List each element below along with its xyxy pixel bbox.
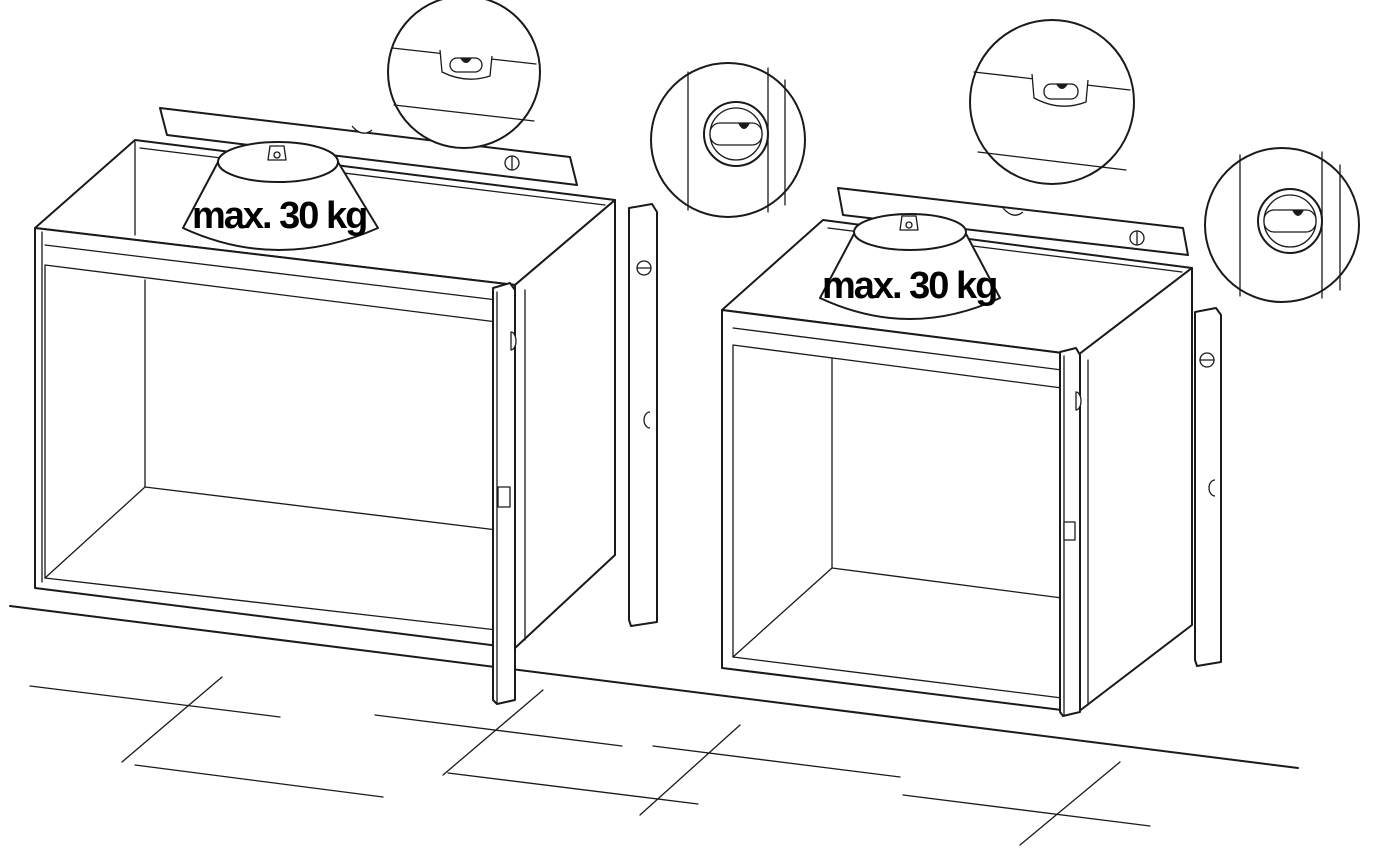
left-cabinet-top-inner-line bbox=[139, 147, 606, 206]
detail-circle-vertical-left bbox=[650, 62, 806, 218]
floor-tile-lines bbox=[29, 676, 1151, 846]
detail-circle-vertical-right bbox=[1204, 147, 1360, 303]
right-cabinet-front-frame bbox=[721, 309, 1079, 713]
floor-edge-line bbox=[9, 605, 1299, 769]
right-cabinet-top-rail bbox=[732, 327, 1063, 371]
left-cabinet-bottom-diagonal bbox=[44, 486, 146, 579]
right-cabinet-bottom-diagonal bbox=[732, 567, 833, 658]
right-post-hinge-bottom bbox=[1063, 521, 1076, 541]
right-vertical-level-notch bbox=[1208, 479, 1216, 497]
left-spirit-level-vertical bbox=[628, 203, 658, 627]
left-vertical-level-notch bbox=[643, 411, 651, 429]
left-cabinet-back-bottom bbox=[144, 486, 498, 531]
left-level-notch bbox=[351, 125, 373, 134]
left-post-hinge-bottom bbox=[497, 486, 511, 508]
left-weight-handle bbox=[267, 145, 287, 161]
left-cabinet: max. 30 kg bbox=[34, 107, 658, 705]
right-weight-top bbox=[853, 213, 967, 251]
left-weight-label: max. 30 kg bbox=[192, 195, 366, 237]
floor bbox=[9, 605, 1299, 846]
right-weight-handle bbox=[899, 215, 919, 231]
right-cabinet: max. 30 kg bbox=[721, 187, 1222, 717]
right-post-hinge-top bbox=[1075, 391, 1082, 411]
left-post-hinge-top bbox=[510, 331, 517, 351]
right-level-notch bbox=[1002, 207, 1024, 216]
left-cabinet-top-rail bbox=[44, 244, 498, 301]
right-spirit-level-vertical bbox=[1194, 307, 1222, 667]
detail-circle-horizontal-right bbox=[969, 19, 1135, 185]
right-weight-label: max. 30 kg bbox=[822, 265, 996, 307]
right-cabinet-back-bottom bbox=[831, 567, 1063, 599]
detail-circle-horizontal-left bbox=[387, 0, 541, 149]
left-weight-top bbox=[217, 141, 339, 183]
right-spirit-level-horizontal bbox=[837, 187, 1189, 256]
left-weight: max. 30 kg bbox=[182, 141, 379, 251]
right-weight: max. 30 kg bbox=[819, 213, 1001, 320]
